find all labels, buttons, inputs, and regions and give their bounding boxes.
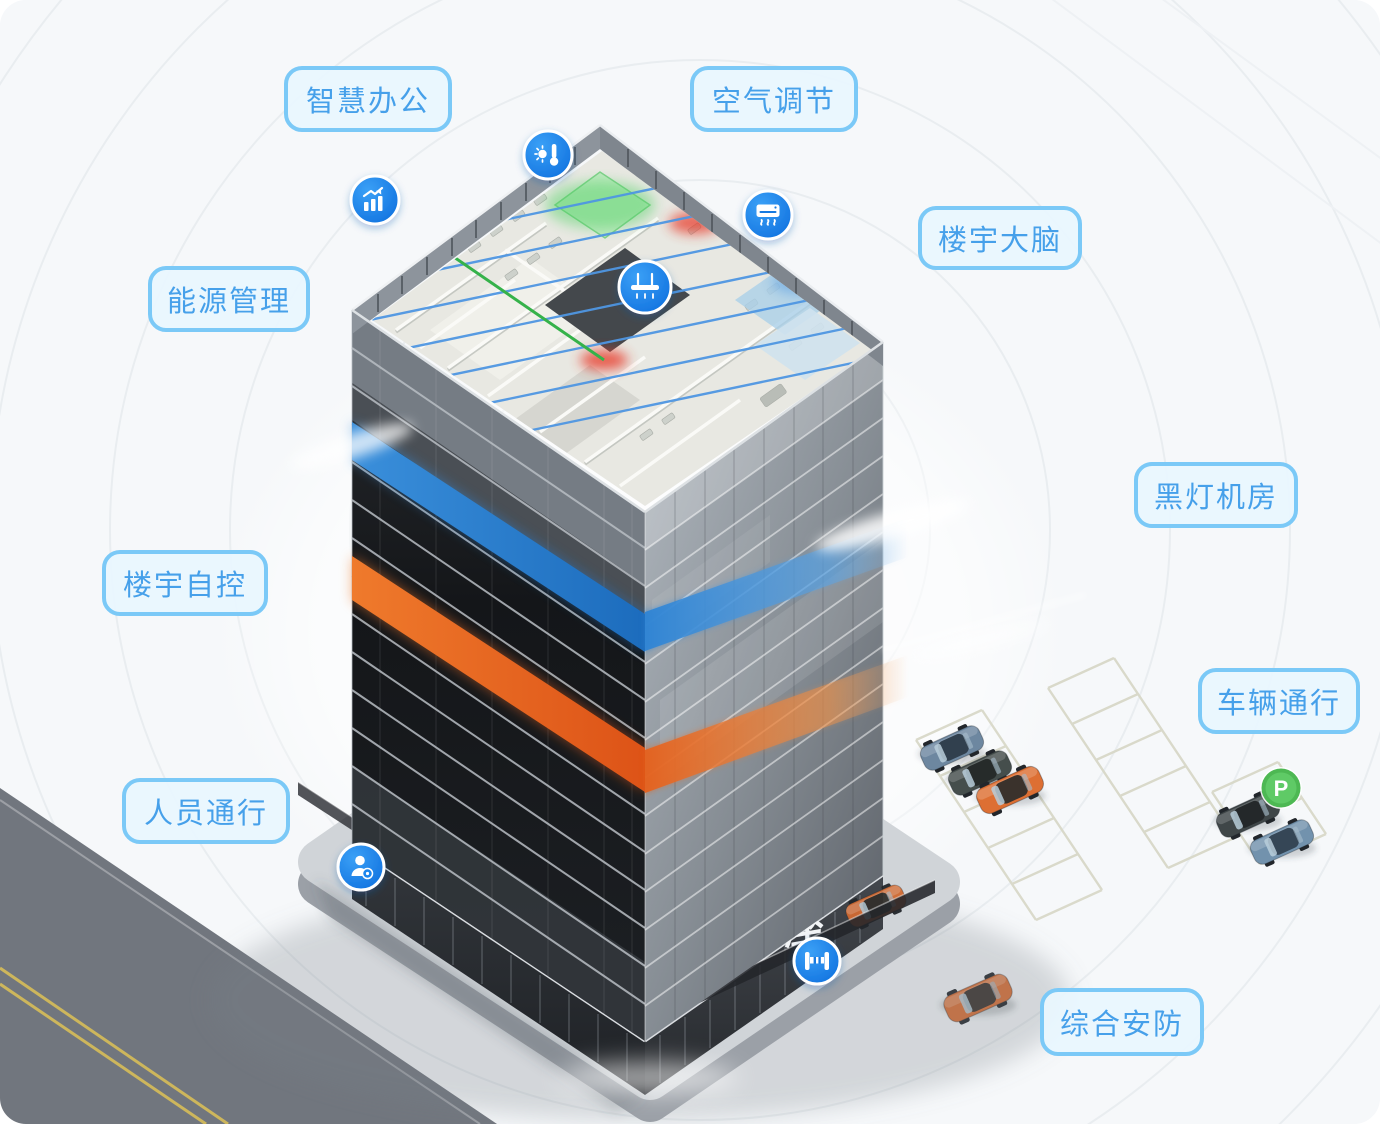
label-building-automation[interactable]: 楼宇自控 xyxy=(102,550,268,616)
label-dark-machine-room[interactable]: 黑灯机房 xyxy=(1134,462,1298,528)
label-building-brain[interactable]: 楼宇大脑 xyxy=(918,206,1082,270)
label-personnel-access-text: 人员通行 xyxy=(143,798,268,830)
pendant-light-icon[interactable] xyxy=(617,259,673,315)
label-smart-office-text: 智慧办公 xyxy=(305,86,430,118)
label-integrated-security[interactable]: 综合安防 xyxy=(1040,988,1204,1056)
parking-badge[interactable]: P xyxy=(1260,767,1302,809)
barrier-gate-icon[interactable] xyxy=(792,936,842,986)
label-smart-office[interactable]: 智慧办公 xyxy=(284,66,452,132)
label-air-conditioning[interactable]: 空气调节 xyxy=(690,66,858,132)
label-building-automation-text: 楼宇自控 xyxy=(122,570,247,602)
label-air-conditioning-text: 空气调节 xyxy=(711,86,836,118)
floor-band-orange xyxy=(352,556,908,793)
label-vehicle-access-text: 车辆通行 xyxy=(1216,688,1341,720)
trend-chart-icon[interactable] xyxy=(349,174,401,226)
label-energy-management-text: 能源管理 xyxy=(166,286,291,318)
label-vehicle-access[interactable]: 车辆通行 xyxy=(1198,668,1360,734)
label-energy-management[interactable]: 能源管理 xyxy=(148,266,310,332)
mist-wisps xyxy=(291,423,1086,1094)
label-dark-machine-room-text: 黑灯机房 xyxy=(1153,482,1278,514)
parking-badge-label: P xyxy=(1274,776,1289,801)
air-conditioner-icon[interactable] xyxy=(742,189,794,241)
label-building-brain-text: 楼宇大脑 xyxy=(937,225,1062,257)
road-center-line xyxy=(0,966,229,1124)
label-integrated-security-text: 综合安防 xyxy=(1059,1009,1184,1041)
parking-lot: P xyxy=(915,656,1327,922)
floor-band-blue xyxy=(352,422,908,652)
light-temperature-icon[interactable] xyxy=(522,129,574,181)
building-shadow xyxy=(315,880,645,1112)
person-access-icon[interactable] xyxy=(336,842,386,892)
building: 座 A座 xyxy=(297,123,936,1095)
label-personnel-access[interactable]: 人员通行 xyxy=(122,778,290,844)
